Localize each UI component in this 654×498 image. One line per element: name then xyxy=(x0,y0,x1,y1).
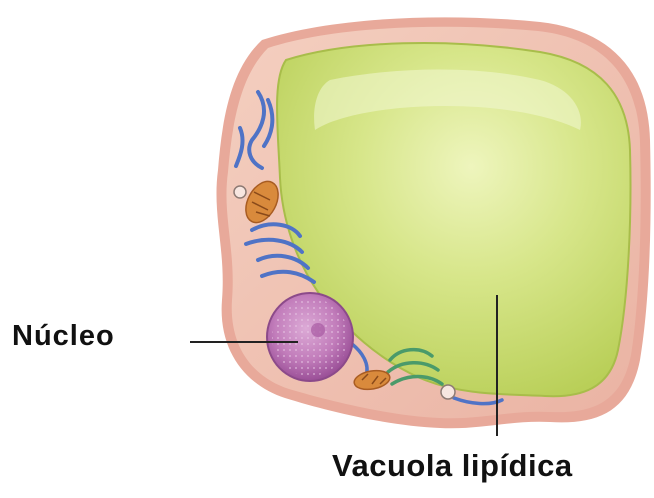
nucleus-label: Núcleo xyxy=(12,322,115,351)
vacuole-label: Vacuola lipídica xyxy=(332,450,573,481)
nucleolus xyxy=(311,323,325,337)
nucleus-chromatin xyxy=(272,298,348,376)
